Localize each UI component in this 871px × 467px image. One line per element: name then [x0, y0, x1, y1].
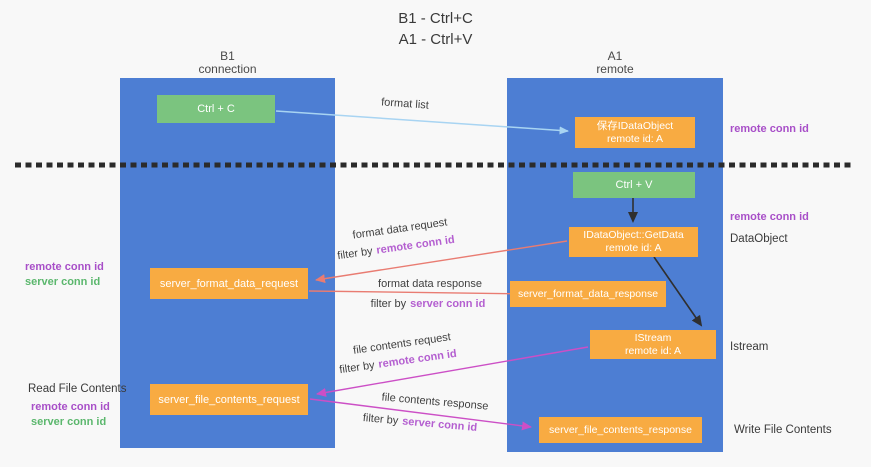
ctrl-v-box: Ctrl + V [573, 172, 695, 198]
left-remote-conn-id-label-1: remote conn id [25, 261, 104, 273]
save-idataobject-box: 保存IDataObject remote id: A [575, 117, 695, 148]
getdata-line2: remote id: A [605, 242, 662, 254]
left-remote-conn-id-label-2: remote conn id [31, 401, 110, 413]
server-file-contents-response-label: server_file_contents_response [548, 424, 692, 436]
write-file-contents-label: Write File Contents [734, 424, 832, 436]
format-data-response-edge-label: format data response [378, 278, 482, 290]
save-idataobject-line1: 保存IDataObject [596, 119, 674, 132]
istream-line2: remote id: A [624, 344, 682, 357]
ctrl-c-box: Ctrl + C [157, 95, 275, 123]
left-lane-header: B1 connection [120, 50, 335, 76]
save-idataobject-line2: remote id: A [606, 132, 664, 145]
filter-by-text: filter by [338, 359, 376, 377]
right-lane-role: remote [596, 62, 634, 76]
dataobject-label: DataObject [730, 233, 788, 245]
read-file-contents-label: Read File Contents [28, 383, 127, 395]
title-line-1: B1 - Ctrl+C [398, 10, 473, 27]
file-contents-response-edge-label: file contents response [381, 391, 489, 413]
filter-by-text: filter by [370, 298, 407, 310]
left-server-conn-id-label-1: server conn id [25, 276, 101, 288]
server-conn-id-text: server conn id [410, 298, 486, 310]
ctrl-v-label: Ctrl + V [615, 179, 653, 191]
server-file-contents-request-box: server_file_contents_request [150, 384, 308, 415]
diagram-title: B1 - Ctrl+C A1 - Ctrl+V [0, 8, 871, 50]
server-format-data-response-box: server_format_data_response [510, 281, 666, 307]
format-data-response-arrow [308, 289, 533, 299]
right-remote-conn-id-label-1: remote conn id [730, 123, 809, 135]
title-line-2: A1 - Ctrl+V [398, 31, 473, 48]
server-format-data-response-label: server_format_data_response [517, 288, 659, 300]
left-lane-name: B1 [220, 49, 235, 63]
server-conn-id-text: server conn id [401, 415, 478, 434]
server-format-data-request-label: server_format_data_request [159, 277, 299, 290]
getdata-line1: IDataObject::GetData [583, 229, 684, 241]
filter-by-text: filter by [362, 412, 399, 428]
ctrl-c-label: Ctrl + C [197, 103, 235, 115]
istream-line1: IStream [634, 331, 672, 344]
idataobject-getdata-box: IDataObject::GetData remote id: A [569, 227, 698, 257]
istream-side-label: Istream [730, 341, 769, 353]
left-lane-role: connection [198, 62, 257, 76]
filter-by-text: filter by [336, 245, 374, 263]
server-file-contents-response-box: server_file_contents_response [539, 417, 702, 443]
server-format-data-request-box: server_format_data_request [150, 268, 308, 299]
left-server-conn-id-label-2: server conn id [31, 416, 107, 428]
istream-box: IStream remote id: A [590, 330, 716, 359]
right-lane-header: A1 remote [507, 50, 723, 76]
remote-conn-id-text: remote conn id [375, 233, 456, 257]
right-remote-conn-id-label-2: remote conn id [730, 211, 809, 223]
format-list-edge-label: format list [380, 96, 430, 112]
server-file-contents-request-label: server_file_contents_request [158, 393, 300, 406]
right-lane-name: A1 [607, 49, 623, 63]
